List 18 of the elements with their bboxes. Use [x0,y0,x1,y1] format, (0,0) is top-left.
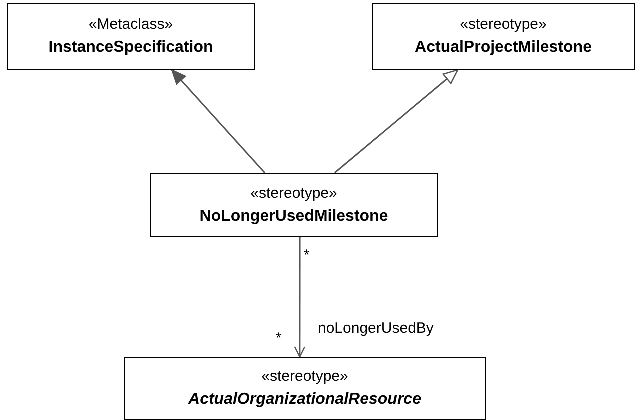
class-name: InstanceSpecification [48,39,214,57]
stereotype-label: «stereotype» [250,184,338,202]
edge-label: noLongerUsedBy [318,320,434,337]
class-box [372,3,635,70]
class-box [7,3,255,70]
class-box [150,173,438,237]
class-name: ActualOrganizationalResource [188,391,422,409]
generalization-arrow [334,69,459,174]
association-arrow [294,237,306,358]
stereotype-label: «stereotype» [460,16,547,33]
multiplicity-label: * [276,330,282,347]
class-name: NoLongerUsedMilestone [200,208,388,226]
class-name: ActualProjectMilestone [415,39,592,57]
multiplicity-label: * [304,247,310,264]
generalization-arrow [171,70,266,174]
stereotype-label: «stereotype» [262,368,348,385]
stereotype-label: «Metaclass» [88,16,174,33]
class-box [124,357,486,420]
